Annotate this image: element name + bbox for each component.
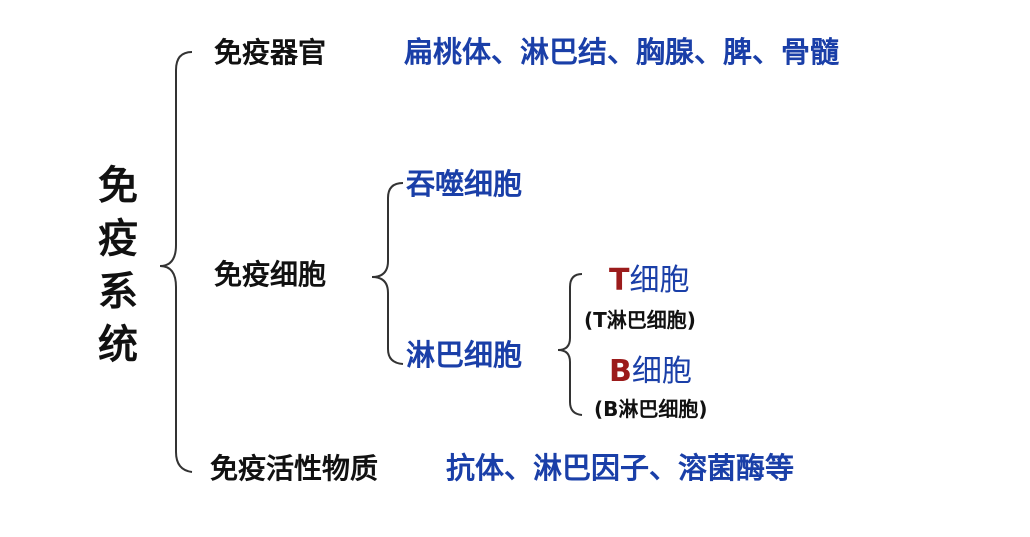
t-cell-title: T细胞 [609,266,689,296]
b-cell-name: 细胞 [631,354,692,389]
cells-brace [371,182,404,365]
main-brace [159,51,193,473]
substances-detail: 抗体、淋巴因子、溶菌酶等 [446,451,795,485]
b-cell-title: B细胞 [609,357,692,387]
lymphocyte-label: 淋巴细胞 [406,338,523,372]
organs-label: 免疫器官 [214,36,327,69]
root-char-1: 免 [98,163,138,209]
root-label: 免 疫 系 统 [94,160,142,372]
cells-label: 免疫细胞 [214,258,327,291]
lymphocyte-brace [557,273,583,416]
organs-detail: 扁桃体、淋巴结、胸腺、脾、骨髓 [404,35,840,69]
root-char-2: 疫 [98,216,138,262]
substances-label: 免疫活性物质 [210,452,379,485]
phagocyte-label: 吞噬细胞 [406,167,523,201]
t-letter: T [609,263,630,298]
root-char-3: 系 [98,269,138,315]
t-cell-note: (T淋巴细胞) [584,308,696,332]
root-char-4: 统 [98,322,138,368]
t-cell-name: 细胞 [629,263,690,298]
b-cell-note: (B淋巴细胞) [594,397,708,421]
b-letter: B [609,354,632,389]
